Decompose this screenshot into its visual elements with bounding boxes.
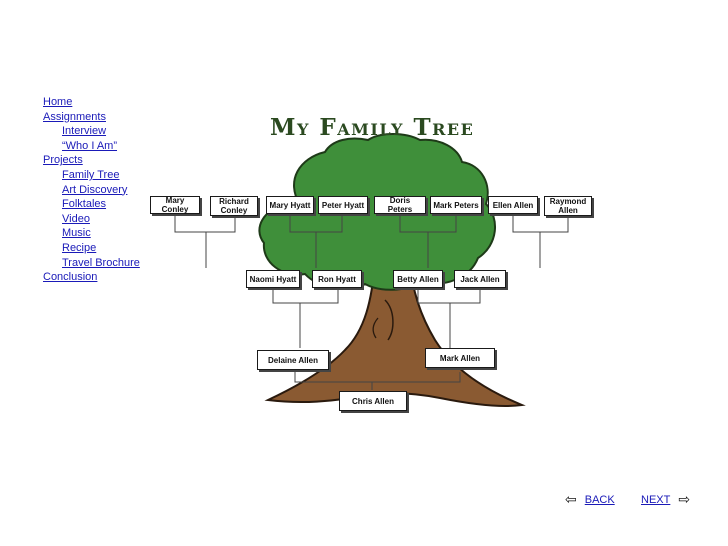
nav-assignments-link[interactable]: Assignments [43, 110, 106, 123]
great-grandparent-box: Doris Peters [374, 196, 426, 214]
nav-family-tree-link[interactable]: Family Tree [62, 168, 120, 181]
nav-who-i-am-link[interactable]: “Who I Am” [62, 139, 118, 152]
great-grandparent-box: Mary Conley [150, 196, 200, 214]
nav-folktales-link[interactable]: Folktales [62, 198, 107, 211]
next-link[interactable]: NEXT [641, 493, 671, 506]
nav-travel-brochure-link[interactable]: Travel Brochure [62, 256, 140, 269]
tree-connectors [174, 215, 569, 390]
left-arrow-icon[interactable]: ⇦ [565, 491, 577, 507]
child-box: Chris Allen [339, 391, 407, 411]
back-nav[interactable]: ⇦ BACK [565, 491, 615, 508]
sidebar-nav: Home Assignments Interview “Who I Am” Pr… [43, 95, 140, 285]
nav-conclusion-link[interactable]: Conclusion [43, 271, 98, 284]
trunk-detail [384, 299, 394, 341]
great-grandparent-box: Mary Hyatt [266, 196, 314, 214]
parent-box: Mark Allen [425, 348, 495, 368]
great-grandparent-box: Ellen Allen [488, 196, 538, 214]
trunk-detail [372, 317, 379, 339]
parent-box: Delaine Allen [257, 350, 329, 370]
great-grandparent-box: Richard Conley [210, 196, 258, 216]
nav-music-link[interactable]: Music [62, 227, 91, 240]
nav-projects-link[interactable]: Projects [43, 154, 83, 167]
nav-video-link[interactable]: Video [62, 212, 90, 225]
great-grandparent-box: Mark Peters [430, 196, 482, 214]
grandparent-box: Betty Allen [393, 270, 443, 288]
nav-art-discovery-link[interactable]: Art Discovery [62, 183, 128, 196]
right-arrow-icon[interactable]: ⇨ [678, 491, 691, 507]
back-link[interactable]: BACK [584, 493, 615, 506]
tree-trunk [264, 261, 526, 407]
grandparent-box: Jack Allen [454, 270, 506, 288]
next-nav[interactable]: NEXT ⇨ [641, 491, 690, 508]
nav-home-link[interactable]: Home [43, 96, 73, 108]
grandparent-box: Naomi Hyatt [246, 270, 300, 288]
nav-recipe-link[interactable]: Recipe [62, 241, 97, 254]
great-grandparent-box: Peter Hyatt [318, 196, 368, 214]
nav-interview-link[interactable]: Interview [62, 125, 107, 138]
great-grandparent-box: Raymond Allen [544, 196, 592, 216]
tree-title: My Family Tree [270, 114, 475, 141]
grandparent-box: Ron Hyatt [312, 270, 362, 288]
